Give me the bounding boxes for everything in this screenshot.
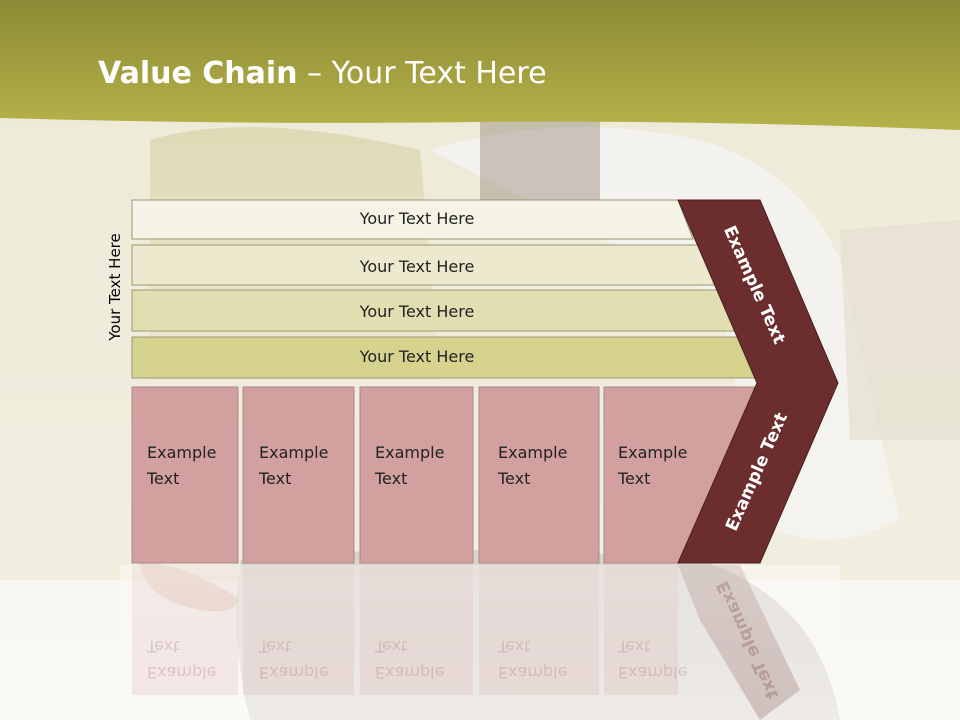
- row-label-4: Your Text Here: [359, 347, 475, 366]
- box-text-2-line2: Text: [259, 469, 292, 488]
- title-rest: – Your Text Here: [297, 56, 547, 91]
- header-band: [0, 0, 960, 130]
- title-bold: Value Chain: [98, 56, 298, 91]
- row-label-2: Your Text Here: [359, 257, 475, 276]
- box-text-3-line1: Example: [375, 443, 445, 462]
- box-text-1-line1: Example: [147, 443, 217, 462]
- chevron-arrow: [677, 199, 839, 564]
- example-box-2: [242, 386, 355, 564]
- page-title: Value Chain – Your Text Here: [98, 56, 547, 91]
- row-label-3: Your Text Here: [359, 302, 475, 321]
- box-text-2-line1: Example: [259, 443, 329, 462]
- row-label-1: Your Text Here: [359, 209, 475, 228]
- example-box-4: [478, 386, 600, 564]
- box-text-4-line2: Text: [498, 469, 531, 488]
- example-box-1: [131, 386, 239, 564]
- example-box-3: [359, 386, 474, 564]
- box-text-4-line1: Example: [498, 443, 568, 462]
- box-text-5-line2: Text: [618, 469, 651, 488]
- row-bar-1: [131, 199, 694, 240]
- box-text-3-line2: Text: [375, 469, 408, 488]
- box-text-1-line2: Text: [147, 469, 180, 488]
- box-text-5-line1: Example: [618, 443, 688, 462]
